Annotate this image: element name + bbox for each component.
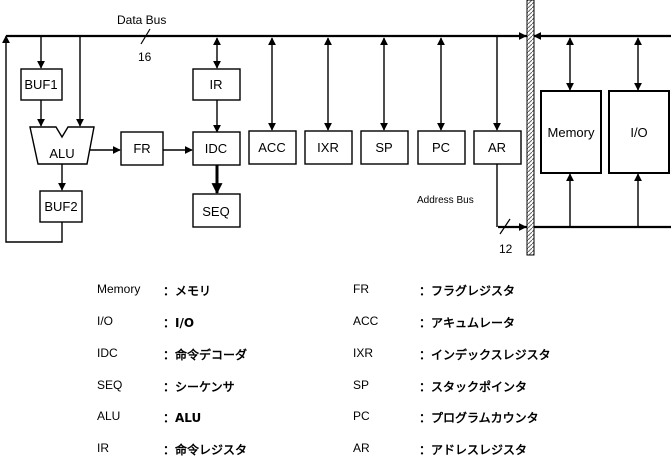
data-bus-width-slash <box>140 28 151 45</box>
ixr-label: IXR <box>317 140 339 155</box>
legend-term: IDC <box>97 346 118 360</box>
seq-label: SEQ <box>202 204 229 219</box>
data-bus-width-label: 16 <box>138 50 152 64</box>
ir-block <box>192 68 241 101</box>
ir-label: IR <box>210 77 223 92</box>
buf2-feedback-wire <box>2 35 63 243</box>
ar-label: AR <box>488 140 506 155</box>
acc-label: ACC <box>258 140 285 155</box>
legend-term: PC <box>353 409 370 423</box>
seq-block <box>192 193 241 228</box>
legend-description: ：I/O <box>163 316 195 330</box>
pc-label: PC <box>432 140 450 155</box>
legend-term: AR <box>353 441 370 455</box>
io-label: I/O <box>630 125 647 140</box>
acc-block <box>248 130 297 165</box>
ar-block <box>473 130 522 165</box>
legend-description: ：アキュムレータ <box>419 316 516 330</box>
idc-block <box>192 131 241 166</box>
legend-description: ：メモリ <box>163 284 212 298</box>
memory-label: Memory <box>548 125 595 140</box>
legend-description: ：命令レジスタ <box>163 443 248 457</box>
buf1-label: BUF1 <box>24 77 57 92</box>
legend-term: IR <box>97 441 109 455</box>
legend-description: ：アドレスレジスタ <box>419 443 528 457</box>
legend-term: IXR <box>353 346 374 360</box>
legend-term: FR <box>353 282 369 296</box>
address-bus-width-label: 12 <box>499 242 513 256</box>
ixr-block <box>304 130 353 165</box>
io-block <box>608 90 670 174</box>
pc-block <box>417 130 466 165</box>
legend-term: Memory <box>97 282 141 296</box>
legend-term: ALU <box>97 409 121 423</box>
alu-block <box>29 126 95 165</box>
bus-interface-hatch <box>526 0 535 256</box>
buf1-block <box>20 68 63 101</box>
fr-block <box>120 131 164 166</box>
sp-block <box>360 130 409 165</box>
legend-description: ：シーケンサ <box>163 380 235 394</box>
legend-description: ：フラグレジスタ <box>419 284 516 298</box>
legend-description: ：インデックスレジスタ <box>419 348 551 362</box>
address-bus-label: Address Bus <box>417 195 474 206</box>
buf2-label: BUF2 <box>44 199 77 214</box>
legend-term: I/O <box>97 314 114 328</box>
legend-description: ：スタックポインタ <box>419 380 528 394</box>
legend-description: ：プログラムカウンタ <box>419 411 539 425</box>
legend-description: ：ALU <box>163 411 202 425</box>
fr-label: FR <box>133 141 150 156</box>
data-bus-label: Data Bus <box>117 13 166 27</box>
sp-label: SP <box>375 140 392 155</box>
legend-term: SEQ <box>97 378 123 392</box>
alu-label: ALU <box>49 146 74 161</box>
buf2-block <box>39 190 83 223</box>
legend-term: ACC <box>353 314 379 328</box>
legend-term: SP <box>353 378 370 392</box>
memory-block <box>540 90 602 174</box>
legend-description: ：命令デコーダ <box>163 348 248 362</box>
idc-label: IDC <box>205 141 227 156</box>
